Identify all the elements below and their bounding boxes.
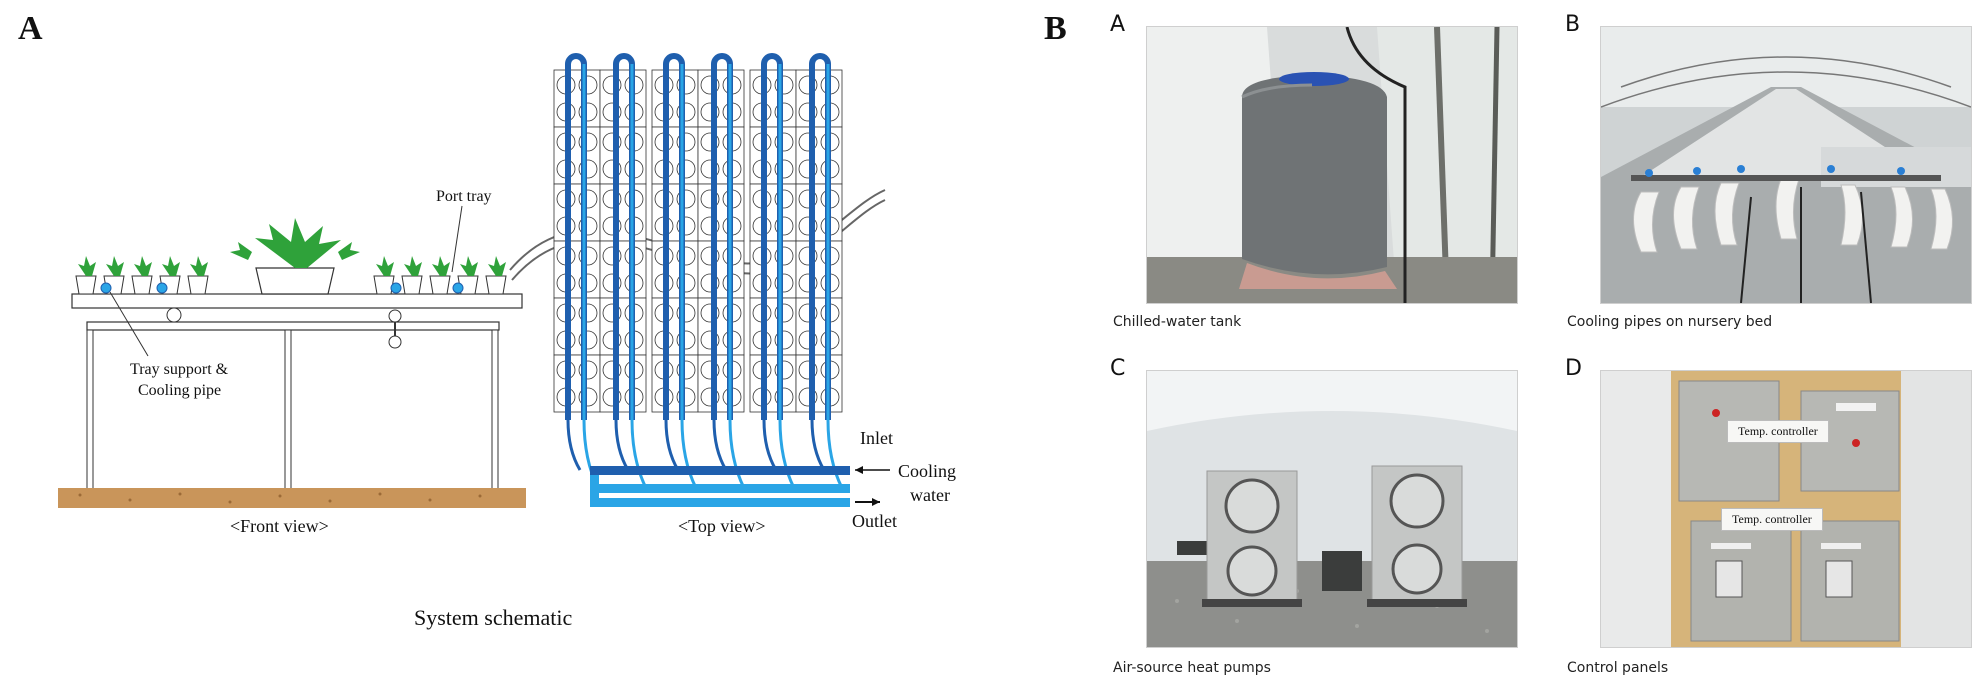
pipe-feed <box>810 419 826 471</box>
large-pot-plant <box>230 218 360 295</box>
caption-d: Control panels <box>1567 660 1669 676</box>
front-view-label: <Front view> <box>230 516 329 536</box>
cooling-pipe-u <box>809 53 831 420</box>
water-label: water <box>910 485 950 505</box>
caption-c: Air-source heat pumps <box>1113 660 1271 676</box>
photo-chilled-water-tank <box>1146 26 1518 304</box>
outlet-label: Outlet <box>852 511 897 531</box>
pipe-feed <box>664 419 680 471</box>
tray-support-label-line2: Cooling pipe <box>138 382 221 399</box>
port-tray-left <box>75 256 209 295</box>
schematic-title: System schematic <box>414 605 572 630</box>
soil-bed <box>58 488 526 508</box>
pipe-feed <box>614 419 630 471</box>
system-schematic: Port tray Tray support & Cooling pipe <F… <box>58 53 956 630</box>
tray-support-label-line1: Tray support & <box>130 361 229 378</box>
photo-cooling-pipes <box>1600 26 1972 304</box>
temp-controller-label-lower: Temp. controller <box>1721 508 1823 531</box>
cooling-label: Cooling <box>898 461 956 481</box>
photo-d-letter: D <box>1565 356 1582 381</box>
port-tray-label: Port tray <box>436 188 492 205</box>
pipe-return-feed <box>826 419 844 489</box>
pipe-return-feed <box>728 419 746 489</box>
pipe-return-feed <box>778 419 796 489</box>
caption-b: Cooling pipes on nursery bed <box>1567 314 1773 330</box>
temp-controller-label-upper: Temp. controller <box>1727 420 1829 443</box>
port-tray-right <box>373 256 507 295</box>
photo-a-letter: A <box>1110 12 1126 37</box>
photo-b-letter: B <box>1565 12 1581 37</box>
pipe-feed <box>762 419 778 471</box>
manifold <box>590 466 850 507</box>
inlet-label: Inlet <box>860 428 893 448</box>
cooling-pipe-u <box>761 53 783 420</box>
top-view-grid <box>553 69 843 413</box>
caption-a: Chilled-water tank <box>1113 314 1242 330</box>
cooling-pipe-u <box>711 53 733 420</box>
pipe-return-feed <box>630 419 648 489</box>
top-view-pipes <box>565 53 844 489</box>
top-view-label: <Top view> <box>678 516 766 536</box>
panel-b-letter: B <box>1044 10 1067 47</box>
panel-a-letter: A <box>18 10 43 47</box>
pipe-feed <box>712 419 728 471</box>
photo-heat-pumps <box>1146 370 1518 648</box>
pipe-feed <box>566 419 582 471</box>
cooling-pipe-u <box>613 53 635 420</box>
pipe-return-feed <box>680 419 698 489</box>
cooling-pipe-u <box>565 53 587 420</box>
cooling-pipe-u <box>663 53 685 420</box>
photo-c-letter: C <box>1110 356 1126 381</box>
